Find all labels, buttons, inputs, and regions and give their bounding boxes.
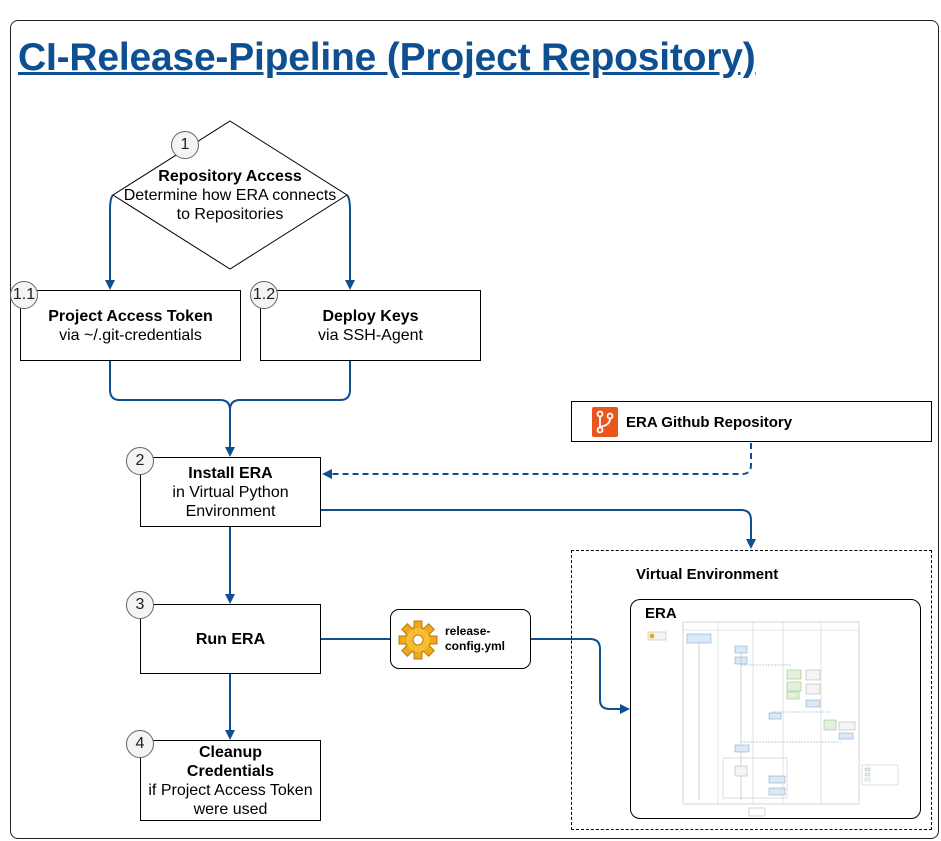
era-github-repository: ERA Github Repository bbox=[571, 401, 932, 442]
step-project-access-token: Project Access Token via ~/.git-credenti… bbox=[20, 290, 241, 361]
step-number-4: 4 bbox=[126, 730, 154, 758]
arrow-deploy-merge bbox=[229, 361, 351, 411]
decision-diamond bbox=[112, 120, 348, 270]
virtual-environment-container bbox=[571, 550, 932, 830]
step-cleanup-credentials: Cleanup Credentials if Project Access To… bbox=[140, 740, 321, 821]
config-label-line2: config.yml bbox=[445, 639, 506, 653]
step-title: Deploy Keys bbox=[322, 307, 419, 325]
step-desc-line2: to Repositories bbox=[176, 206, 284, 223]
step-number-3: 3 bbox=[126, 591, 154, 619]
diagram-frame bbox=[10, 20, 939, 839]
config-label-line1: release- bbox=[445, 624, 491, 638]
step-desc-line1: in Virtual Python bbox=[172, 483, 289, 501]
step-number-2: 2 bbox=[126, 447, 154, 475]
page-title: CI-Release-Pipeline (Project Repository) bbox=[18, 36, 756, 79]
step-title-line2: Credentials bbox=[186, 762, 275, 780]
step-run-era: Run ERA bbox=[140, 604, 321, 674]
step-desc-line1: if Project Access Token bbox=[148, 781, 313, 799]
step-number-1: 1 bbox=[171, 131, 199, 159]
arrow-repo-install bbox=[322, 443, 752, 479]
gear-icon bbox=[396, 619, 440, 661]
arrow-to-token bbox=[105, 194, 115, 290]
step-title: Install ERA bbox=[188, 464, 273, 482]
step-repository-access: Repository Access Determine how ERA conn… bbox=[110, 167, 350, 224]
step-desc-line1: Determine how ERA connects bbox=[123, 187, 337, 204]
era-mini-diagram bbox=[647, 621, 899, 817]
release-config-file: release- config.yml bbox=[390, 609, 531, 669]
step-title: Project Access Token bbox=[48, 307, 213, 325]
arrow-config-era bbox=[531, 638, 630, 714]
arrow-token-merge bbox=[109, 361, 235, 457]
repo-label: ERA Github Repository bbox=[626, 414, 793, 431]
virtual-environment-label: Virtual Environment bbox=[636, 566, 779, 583]
era-container bbox=[630, 599, 921, 819]
step-install-era: Install ERA in Virtual Python Environmen… bbox=[140, 457, 321, 527]
step-deploy-keys: Deploy Keys via SSH-Agent bbox=[260, 290, 481, 361]
step-title-line1: Cleanup bbox=[198, 743, 263, 761]
step-title: Run ERA bbox=[195, 630, 266, 648]
arrow-to-deploy bbox=[345, 194, 355, 290]
era-label: ERA bbox=[645, 605, 677, 622]
git-branch-icon bbox=[592, 407, 618, 437]
step-desc: via SSH-Agent bbox=[318, 326, 423, 344]
step-number-1-2: 1.2 bbox=[250, 281, 278, 309]
step-desc: via ~/.git-credentials bbox=[59, 326, 202, 344]
step-desc-line2: Environment bbox=[185, 502, 276, 520]
arrow-install-venv bbox=[321, 509, 756, 549]
config-label: release- config.yml bbox=[445, 624, 505, 654]
step-title: Repository Access bbox=[158, 168, 302, 185]
step-number-1-1: 1.1 bbox=[10, 281, 38, 309]
step-desc-line2: were used bbox=[193, 800, 268, 818]
